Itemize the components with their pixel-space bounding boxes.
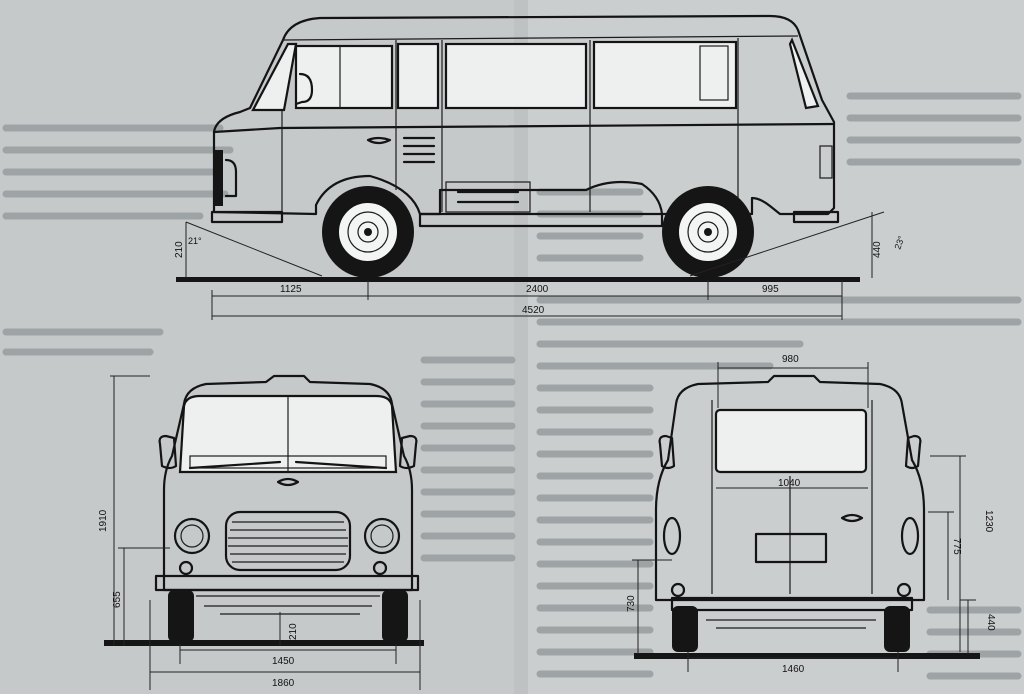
rear-bumper: [670, 596, 914, 612]
rear-reflector-right: [896, 582, 912, 598]
side-window-vent: [699, 45, 729, 101]
rear-tail-light-left: [662, 516, 682, 556]
side-rocker: [418, 212, 664, 228]
front-headlight-right: [363, 517, 401, 555]
page-gutter: [514, 0, 528, 694]
side-window-mid: [444, 42, 588, 110]
rear-emblem: [840, 513, 864, 523]
left-page-shade: [0, 0, 520, 694]
background-text-left: [2, 124, 516, 562]
side-windshield: [251, 42, 298, 112]
rear-ground-line: [634, 653, 980, 659]
side-front-grille: [213, 150, 223, 206]
front-indicator-right: [372, 560, 388, 576]
rear-reflector-left: [670, 582, 686, 598]
dim-front-1910: 1910: [98, 509, 109, 532]
dim-front-1860: 1860: [272, 678, 295, 689]
dim-side-995: 995: [762, 284, 779, 295]
dim-side-angle-23: 23°: [892, 234, 906, 251]
side-lower-panel: [445, 181, 531, 213]
rear-body-outline: [654, 374, 926, 602]
front-mirror-right: [398, 434, 418, 470]
dim-side-2400: 2400: [526, 284, 549, 295]
rear-view: 980 1040 1230 775 730 440 1460: [626, 354, 996, 675]
front-indicator-left: [178, 560, 194, 576]
front-wheel-left: [168, 590, 194, 642]
side-rear-bumper: [792, 210, 840, 224]
dim-rear-1460: 1460: [782, 664, 805, 675]
side-window-cab: [294, 44, 394, 110]
front-dimension-lines: [110, 375, 421, 690]
side-front-bumper: [210, 210, 284, 224]
rear-window: [714, 408, 868, 474]
dim-front-210: 210: [288, 623, 299, 640]
side-emblem: [366, 136, 392, 145]
side-front-wheel: [322, 186, 414, 278]
side-rear-window: [788, 37, 820, 110]
rear-wheel-left: [672, 606, 698, 652]
dim-side-4520: 4520: [522, 305, 545, 316]
front-view: 1910 655 210 1450 1860: [98, 374, 424, 690]
rear-tail-light-right: [900, 516, 920, 556]
side-lower-panel-vents: [456, 190, 520, 204]
dim-rear-775: 775: [951, 538, 962, 555]
side-belt-line: [212, 122, 836, 134]
dim-rear-730: 730: [626, 595, 637, 612]
dim-rear-1230: 1230: [983, 510, 994, 533]
side-ground-line: [176, 277, 860, 282]
dim-rear-440: 440: [985, 614, 996, 631]
side-window-rear: [592, 40, 738, 110]
front-ground-line: [104, 640, 424, 646]
front-emblem: [276, 477, 300, 487]
side-roof-line: [282, 35, 799, 41]
side-vent-grille: [402, 136, 436, 164]
rear-wheel-right: [884, 606, 910, 652]
front-bumper: [154, 574, 420, 592]
rear-underbody: [706, 619, 876, 629]
front-wipers: [188, 460, 388, 470]
front-dashboard: [189, 455, 387, 469]
dim-rear-980: 980: [782, 354, 799, 365]
side-headlight: [224, 158, 238, 198]
dim-side-210: 210: [174, 241, 185, 258]
side-mirror: [294, 72, 314, 106]
side-tail-light: [819, 145, 833, 179]
departure-angle-line: [689, 211, 885, 277]
side-body-outline: [212, 14, 836, 216]
dim-front-655: 655: [112, 591, 123, 608]
side-rear-wheel: [662, 186, 754, 278]
front-mirror-left: [158, 434, 178, 470]
rear-mirror-right: [904, 434, 922, 470]
side-window-door: [396, 42, 440, 110]
front-underbody: [196, 595, 380, 615]
dim-side-angle-21: 21°: [188, 236, 202, 246]
rear-license-plate: [754, 532, 828, 564]
dim-rear-1040: 1040: [778, 478, 801, 489]
rear-dimension-lines: [632, 362, 976, 672]
front-headlight-left: [173, 517, 211, 555]
approach-angle-line: [185, 221, 323, 277]
dim-side-1125: 1125: [280, 284, 302, 295]
dim-front-1450: 1450: [272, 656, 295, 667]
front-grille-bars: [228, 521, 348, 563]
side-dimension-lines: [185, 212, 873, 320]
front-wheel-right: [382, 590, 408, 642]
side-view: 1125 2400 995 4520 210 21° 440 23°: [174, 14, 907, 320]
front-grille: [224, 510, 352, 572]
dim-side-440: 440: [872, 241, 883, 258]
rear-mirror-left: [658, 434, 676, 470]
